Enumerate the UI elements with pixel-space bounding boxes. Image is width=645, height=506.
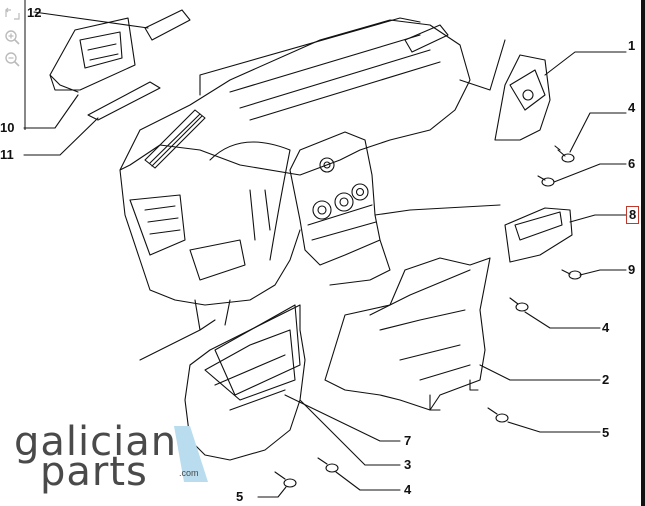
center-console (289, 131, 381, 266)
toolbar-frame (24, 0, 26, 130)
resize-icon[interactable] (3, 4, 21, 22)
screw-4b (509, 297, 529, 312)
leader-4a (569, 112, 627, 153)
part-12-strip (144, 9, 191, 41)
leader-11 (23, 117, 99, 156)
leader-10 (23, 94, 79, 129)
logo-word-galician: galician (14, 419, 178, 465)
vent-right (404, 24, 449, 53)
screw-4c (317, 457, 339, 473)
part-11-lens (87, 81, 161, 121)
part-7-pocket (214, 304, 301, 396)
logo-word-parts: parts (40, 449, 148, 495)
leader-8 (569, 214, 627, 223)
callout-12[interactable]: 12 (27, 5, 42, 20)
callout-7[interactable]: 7 (404, 433, 412, 448)
screw-4a (554, 145, 575, 163)
part-8-handle (504, 207, 573, 263)
dashboard-outline (119, 19, 471, 176)
screw-9 (561, 269, 582, 280)
callout-4b[interactable]: 4 (602, 320, 610, 335)
right-frame-border (641, 0, 645, 506)
leader-6 (553, 163, 627, 183)
callout-3[interactable]: 3 (404, 457, 412, 472)
leader-1 (544, 51, 627, 76)
leader-5b (257, 486, 287, 498)
leader-2 (479, 364, 601, 381)
callout-5b[interactable]: 5 (236, 489, 244, 504)
callout-2[interactable]: 2 (602, 372, 610, 387)
leader-12 (33, 11, 149, 29)
callout-8-selected[interactable]: 8 (625, 206, 640, 224)
screw-5a (487, 407, 509, 423)
zoom-out-icon[interactable] (3, 50, 21, 68)
lower-dash-left (119, 169, 301, 306)
logo-tld: .com (179, 468, 199, 478)
leader-7 (284, 394, 401, 442)
zoom-in-icon[interactable] (3, 28, 21, 46)
screw-6 (537, 175, 555, 187)
callout-6[interactable]: 6 (628, 156, 636, 171)
vent-left (144, 109, 206, 169)
galicianparts-logo: galician parts .com (14, 422, 214, 492)
leader-3 (299, 399, 401, 466)
part-2-bracket (324, 257, 491, 411)
leader-4b (524, 311, 601, 329)
leader-9 (579, 269, 627, 276)
logo-accent-shape (174, 426, 208, 482)
callout-1[interactable]: 1 (628, 38, 636, 53)
callout-4c[interactable]: 4 (404, 482, 412, 497)
leader-5a (507, 421, 601, 433)
side-toolbar (0, 0, 26, 130)
callout-4a[interactable]: 4 (628, 100, 636, 115)
callout-5a[interactable]: 5 (602, 425, 610, 440)
callout-9[interactable]: 9 (628, 262, 636, 277)
callout-10[interactable]: 10 (0, 120, 15, 135)
callout-11[interactable]: 11 (0, 147, 14, 162)
part-1-trim (494, 54, 551, 141)
leader-4c (335, 471, 401, 491)
part-10-module (49, 17, 136, 91)
screw-5b (274, 471, 297, 488)
